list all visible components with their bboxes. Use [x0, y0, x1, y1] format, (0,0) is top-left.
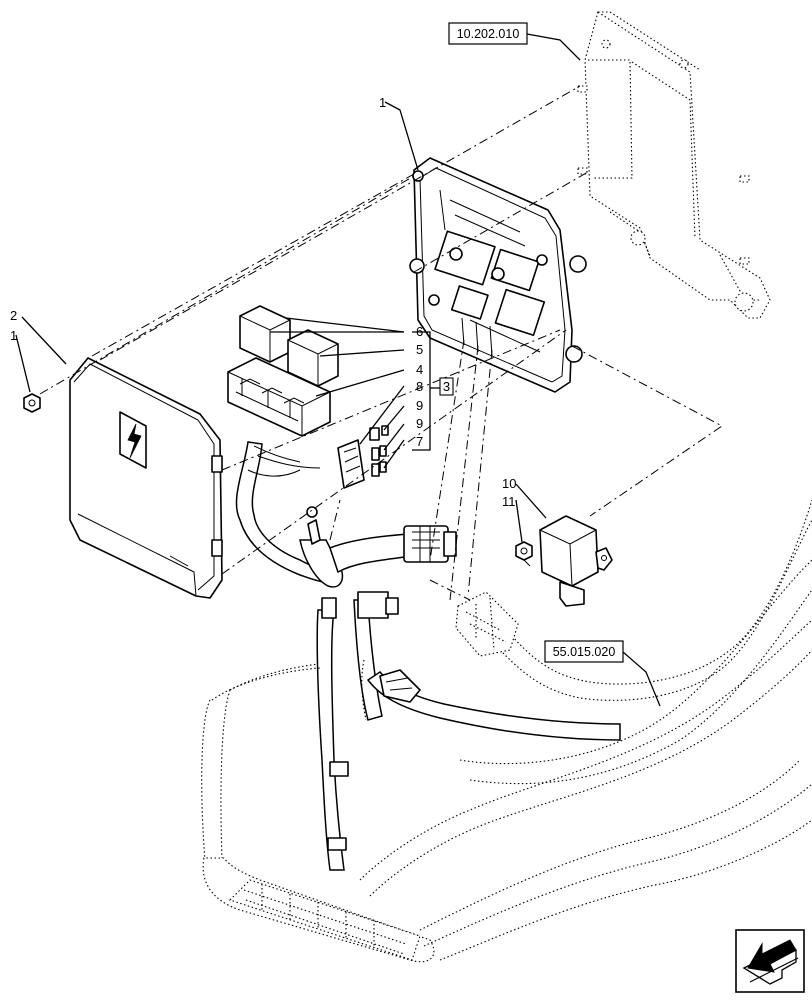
callout-1-top: 1: [379, 95, 386, 110]
relay-upper: [239, 305, 291, 363]
callout-7: 7: [416, 434, 423, 449]
callout-4: 4: [416, 362, 423, 377]
wiring-harness: [235, 439, 621, 871]
mounting-bracket: [577, 11, 771, 319]
callout-2: 2: [10, 308, 17, 323]
assembly-lines: [39, 85, 723, 601]
reference-10-202-010[interactable]: 10.202.010: [448, 22, 581, 61]
view-direction-arrow-icon[interactable]: [735, 929, 805, 993]
callout-3: 3: [443, 379, 450, 394]
relay-module: [539, 515, 613, 607]
control-box-base: [409, 157, 587, 393]
callout-6: 6: [416, 324, 423, 339]
callout-labels: 1 2 1 6 5 4 8 9 9 7 3 10 11: [10, 95, 516, 509]
fuses: [369, 425, 389, 477]
reference-label: 10.202.010: [457, 27, 520, 41]
nut-left: [23, 393, 41, 413]
callout-group-bracket: [412, 331, 440, 451]
callout-10: 10: [502, 476, 516, 491]
fuse-holder: [227, 357, 331, 437]
callout-9a: 9: [416, 398, 423, 413]
callout-11: 11: [502, 494, 516, 509]
callout-5: 5: [416, 342, 423, 357]
callout-8: 8: [416, 379, 423, 394]
control-box-cover: [69, 357, 223, 599]
reference-55-015-020[interactable]: 55.015.020: [544, 640, 661, 707]
callout-1-left: 1: [10, 328, 17, 343]
reference-label: 55.015.020: [553, 645, 616, 659]
callout-9b: 9: [416, 416, 423, 431]
leader-lines: [15, 101, 547, 543]
nut-right: [515, 541, 533, 561]
reference-harness: [201, 499, 812, 963]
